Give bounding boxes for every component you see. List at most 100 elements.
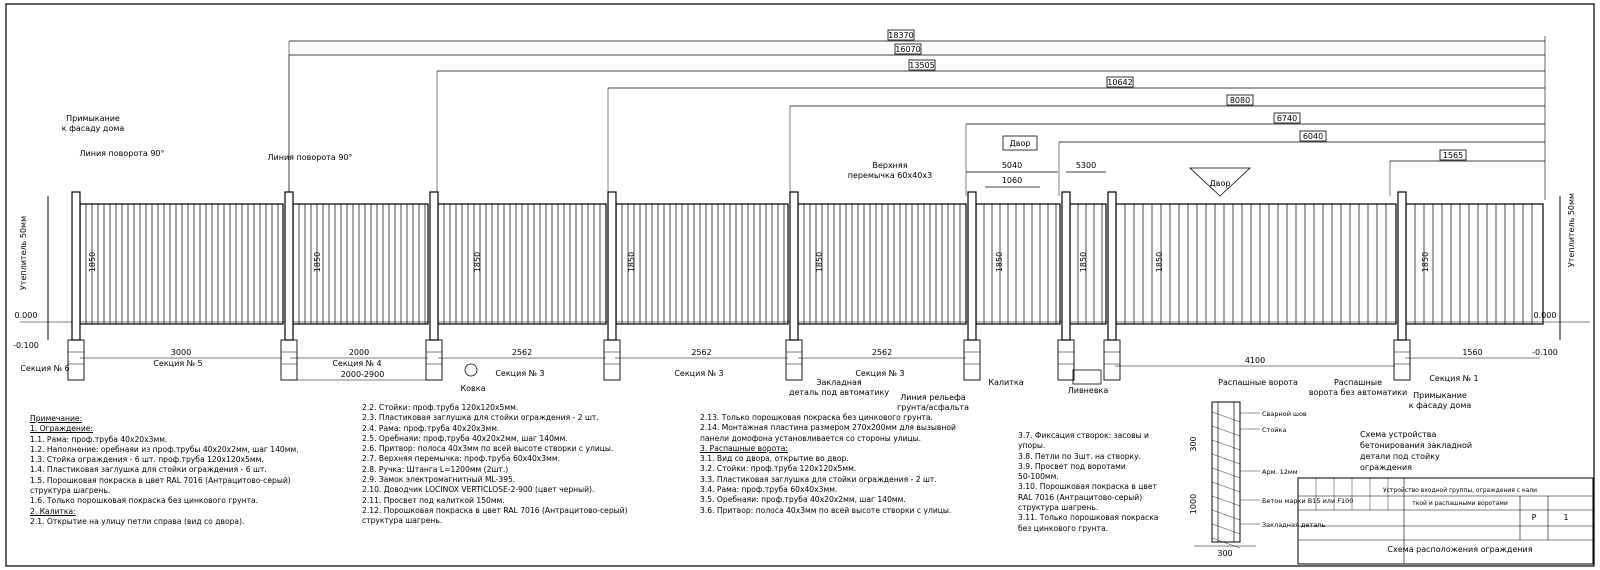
dimension-box xyxy=(1226,94,1254,106)
height-value: 1850 xyxy=(88,252,97,272)
height-value: 1850 xyxy=(1079,252,1088,272)
dimension-value: 13505 xyxy=(909,61,934,70)
annotation-label: Примыкание xyxy=(1413,391,1467,400)
note-line: 3.3. Пластиковая заглушка для стойки огр… xyxy=(700,474,937,484)
note-line: структура шагрень. xyxy=(1018,503,1099,513)
note-line: 1.3. Стойка ограждения - 6 шт. проф.труб… xyxy=(30,455,264,465)
detail-hatch xyxy=(1211,495,1241,507)
annotation-label: Примыкание xyxy=(66,114,120,123)
drain-box xyxy=(1072,369,1102,385)
annotation-label: Ковка xyxy=(460,384,485,393)
fence-post xyxy=(1107,191,1117,341)
section-label: Секция № 4 xyxy=(332,359,381,368)
note-line: 2.6. Притвор: полоса 40х3мм по всей высо… xyxy=(362,444,614,454)
post-footing xyxy=(1393,339,1411,381)
note-line: 3.6. Притвор: полоса 40х3мм по всей высо… xyxy=(700,505,952,515)
stamp-stage: Р xyxy=(1532,513,1537,522)
dimension-box xyxy=(894,43,922,55)
fence-post xyxy=(284,191,294,341)
note-line: 2.3. Пластиковая заглушка для стойки огр… xyxy=(362,413,599,423)
note-line: 3.1. Вид со двора, открытие во двор. xyxy=(700,454,849,464)
detail-dim-value: 300 xyxy=(1217,549,1232,558)
detail-dim-value: 300 xyxy=(1189,436,1198,451)
annotation-label: Линия поворота 90° xyxy=(80,149,165,158)
yard-tag xyxy=(1002,135,1038,151)
section-label: Секция № 6 xyxy=(20,364,69,373)
wall-label: Утеплитель 50мм xyxy=(19,216,28,290)
dimension-value: 5300 xyxy=(1076,161,1096,170)
dimension-value: 10642 xyxy=(1107,78,1132,87)
fence-section xyxy=(79,203,284,325)
annotation-label: Закладная xyxy=(816,378,862,387)
note-line: 1.6. Только порошковая покраска без цинк… xyxy=(30,496,259,506)
note-line: панели домофона установливается со сторо… xyxy=(700,433,922,443)
fence-post xyxy=(607,191,617,341)
annotation-label: перемычка 60х40х3 xyxy=(848,171,932,180)
detail-label: Арм. 12мм xyxy=(1262,468,1298,476)
note-line: 2.5. Оребнаяи: проф.труба 40х20х2мм, шаг… xyxy=(362,433,568,443)
note-line: 1.1. Рама: проф.труба 40х20х3мм. xyxy=(30,434,168,444)
dimension-box xyxy=(908,59,936,71)
annotation-label: Распашные ворота xyxy=(1218,378,1298,387)
height-value: 1850 xyxy=(1155,252,1164,272)
dimension-value: 16070 xyxy=(895,45,920,54)
annotation-label: Ливневка xyxy=(1068,386,1109,395)
note-line: 2.1. Открытие на улицу петли справа (вид… xyxy=(30,516,245,526)
detail-label: Сварной шов xyxy=(1262,410,1307,418)
post-footing xyxy=(280,339,298,381)
dimension-value: 18370 xyxy=(888,31,913,40)
height-value: 1850 xyxy=(313,252,322,272)
note-line: 2.9. Замок электромагнитный ML-395. xyxy=(362,475,516,485)
height-value: 1850 xyxy=(815,252,824,272)
sheet-frame xyxy=(5,3,1595,567)
height-value: 1850 xyxy=(995,252,1004,272)
stamp-desc: Устройство входной группы, ограждения с … xyxy=(1383,487,1537,494)
note-line: упоры. xyxy=(1018,441,1046,451)
wall-label: Утеплитель 50мм xyxy=(1567,193,1576,267)
detail-hatch xyxy=(1211,453,1241,465)
fence-post xyxy=(71,191,81,341)
dimension-value: 1060 xyxy=(1002,176,1022,185)
note-line: RAL 7016 (Антрацитово-серый) xyxy=(1018,492,1143,502)
detail-label: Бетон марки B15 или F100 xyxy=(1262,497,1353,505)
dimension-box xyxy=(1299,130,1327,142)
level-value: -0.100 xyxy=(1532,348,1558,357)
detail-hatch xyxy=(1211,481,1241,493)
note-line: 2.2. Стойки: проф.труба 120х120х5мм. xyxy=(362,403,519,412)
annotation-label: Верхняя xyxy=(872,161,907,170)
section-label: Секция № 3 xyxy=(495,369,544,378)
note-line: 3.8. Петли по 3шт. на створку. xyxy=(1018,451,1142,461)
annotation-label: ворота без автоматики xyxy=(1309,388,1407,397)
note-line: 2.12. Порошковая покраска в цвет RAL 701… xyxy=(362,505,628,515)
detail-hatch xyxy=(1211,467,1241,479)
detail-post-outline xyxy=(1211,401,1241,543)
dimension-value: 4100 xyxy=(1245,356,1265,365)
fence-post xyxy=(967,191,977,341)
annotation-label: к фасаду дома xyxy=(1409,401,1472,410)
note-line: 2.13. Только порошковая покраска без цин… xyxy=(700,413,933,422)
notes-col-2: 2.2. Стойки: проф.труба 120х120х5мм.2.3.… xyxy=(362,403,628,527)
dimension-value: 1560 xyxy=(1462,348,1482,357)
dimension-box xyxy=(1439,149,1467,161)
title-block xyxy=(1297,477,1594,565)
note-line: 3.4. Рама: проф.труба 60х40х3мм. xyxy=(700,485,838,495)
note-line: 50-100мм. xyxy=(1018,472,1059,482)
annotation-label: к фасаду дома xyxy=(62,124,125,133)
detail-hatch xyxy=(1211,425,1241,437)
note-line: структура шагрень. xyxy=(30,486,111,496)
fence-post xyxy=(1061,191,1071,341)
dimension-box xyxy=(1106,76,1134,88)
dimension-value: 2562 xyxy=(872,348,892,357)
detail-label: Закладная деталь xyxy=(1262,521,1325,529)
dimension-value: 2000-2900 xyxy=(341,370,385,379)
dimension-value: 2562 xyxy=(512,348,532,357)
detail-label: Стойка xyxy=(1262,426,1286,434)
post-footing xyxy=(67,339,85,381)
stamp-desc: ткой и распашными воротами xyxy=(1412,500,1508,507)
fence-post xyxy=(789,191,799,341)
yard-label: Двор xyxy=(1210,179,1231,188)
note-line: 2.14. Монтажная пластина размером 270х20… xyxy=(700,423,956,433)
dimension-value: 2562 xyxy=(691,348,711,357)
annotation-label: Калитка xyxy=(988,378,1023,387)
